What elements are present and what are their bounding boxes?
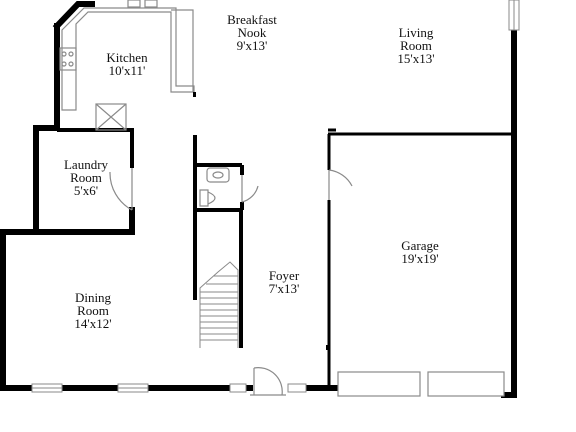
sink-bowl bbox=[212, 171, 224, 179]
stub-foyer-right bbox=[326, 345, 329, 350]
kitchen-label: Kitchen 10'x11' bbox=[106, 51, 147, 77]
kitchen-size: 10'x11' bbox=[108, 63, 146, 78]
toilet bbox=[199, 189, 216, 207]
window-foyer-left bbox=[229, 383, 247, 393]
island-counter bbox=[171, 9, 194, 92]
counter-outer bbox=[61, 7, 195, 111]
stair-treads bbox=[200, 275, 238, 341]
laundry-name-2: Room bbox=[70, 170, 102, 185]
garage-door-right bbox=[427, 371, 505, 397]
sink-top bbox=[127, 0, 141, 8]
burner bbox=[61, 51, 67, 57]
exterior-walls bbox=[0, 1, 517, 398]
living-label: Living Room 15'x13' bbox=[397, 26, 434, 65]
range-stove bbox=[59, 47, 77, 71]
laundry-label: Laundry Room 5'x6' bbox=[64, 158, 108, 197]
wall-kitchen-diagonal bbox=[52, 1, 95, 31]
pantry-cross bbox=[95, 103, 127, 131]
powder-fixtures bbox=[199, 167, 230, 207]
dining-label: Dining Room 14'x12' bbox=[74, 291, 111, 330]
dining-name-2: Room bbox=[77, 303, 109, 318]
breakfast-name-2: Nook bbox=[237, 25, 267, 40]
garage-doors bbox=[337, 371, 505, 397]
breakfast-label: Breakfast Nook 9'x13' bbox=[227, 13, 277, 52]
burner bbox=[68, 51, 74, 57]
living-name-2: Room bbox=[400, 38, 432, 53]
front-door bbox=[250, 367, 286, 396]
laundry-name: Laundry bbox=[63, 157, 109, 172]
interior-walls bbox=[57, 128, 244, 348]
laundry-door bbox=[109, 168, 133, 211]
foyer-label: Foyer 7'x13' bbox=[269, 269, 300, 295]
pantry-box bbox=[95, 103, 127, 131]
living-size: 15'x13' bbox=[397, 51, 435, 66]
garage-walls bbox=[327, 128, 514, 388]
breakfast-size: 9'x13' bbox=[236, 38, 268, 53]
breakfast-name: Breakfast bbox=[227, 12, 277, 27]
stub-breakfast bbox=[193, 92, 196, 97]
garage-size: 19'x19' bbox=[401, 251, 439, 266]
burner bbox=[61, 61, 67, 67]
kitchen-counters bbox=[59, 0, 195, 131]
dining-name: Dining bbox=[74, 290, 112, 305]
foyer-size: 7'x13' bbox=[268, 281, 300, 296]
stair-outline bbox=[199, 261, 239, 348]
wall-stubs bbox=[193, 92, 329, 350]
doors bbox=[109, 168, 353, 396]
window-foyer-right bbox=[287, 383, 307, 393]
garage-name: Garage bbox=[401, 238, 439, 253]
bath-door bbox=[241, 175, 259, 203]
burner bbox=[68, 61, 74, 67]
stairs bbox=[199, 261, 239, 348]
vanity-sink bbox=[206, 167, 230, 183]
laundry-size: 5'x6' bbox=[73, 183, 99, 198]
windows bbox=[31, 0, 520, 393]
garage-door-left bbox=[337, 371, 421, 397]
living-name: Living bbox=[398, 25, 434, 40]
foyer-name: Foyer bbox=[268, 268, 300, 283]
dining-size: 14'x12' bbox=[74, 316, 112, 331]
kitchen-name: Kitchen bbox=[106, 50, 148, 65]
garage-door bbox=[328, 169, 353, 200]
garage-label: Garage 19'x19' bbox=[401, 239, 439, 265]
sink-top-2 bbox=[144, 0, 158, 8]
